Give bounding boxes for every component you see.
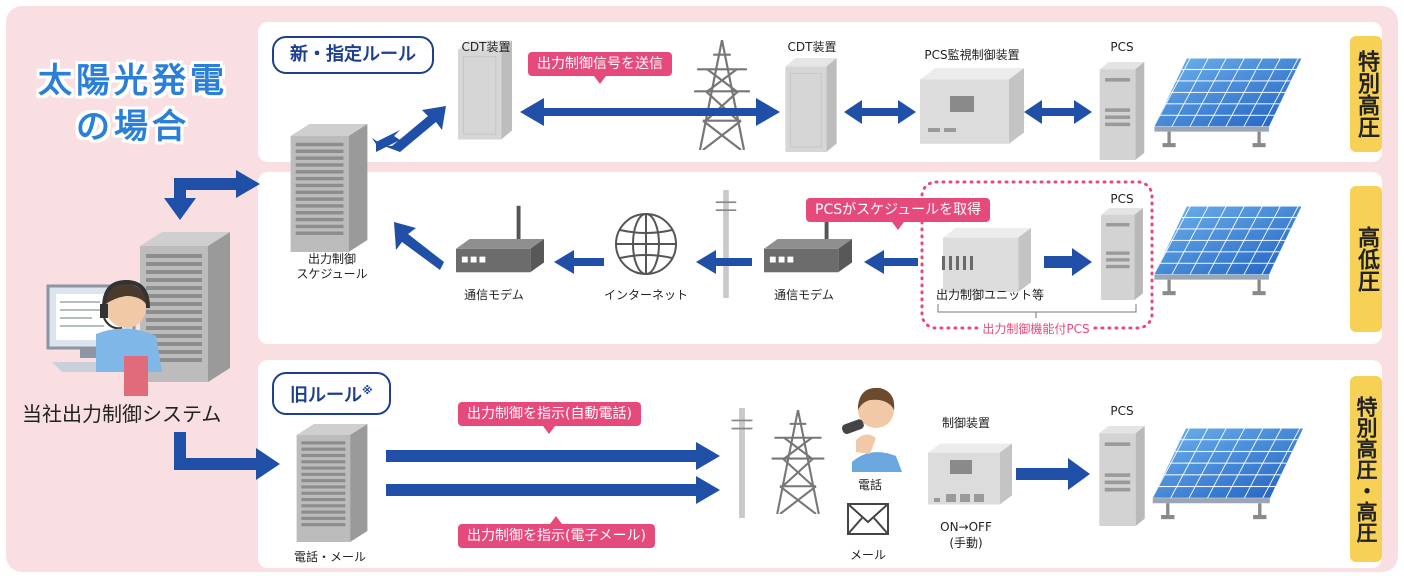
modem-icon: [456, 205, 544, 273]
pcs-cabinet-icon: [1099, 62, 1145, 160]
label-cdt-2: CDT装置: [787, 40, 837, 54]
rule-tag-new-text: 新・指定ルール: [290, 44, 416, 65]
rule-tag-old: 旧ルール※: [272, 372, 391, 415]
middle-arrows: [394, 222, 1092, 276]
caption-pcs-group: 出力制御機能付PCS: [978, 320, 1094, 337]
pcs-monitor-icon: [920, 68, 1024, 144]
left-connector-arrows: [164, 170, 280, 480]
region-badge-bottom: 特別高圧・高圧: [1350, 376, 1382, 562]
callout-send-signal: 出力制御信号を送信: [528, 52, 672, 84]
control-device-icon: [928, 443, 1012, 505]
title-line-1: 太陽光発電: [38, 61, 228, 101]
pcs-group-bracket: [937, 304, 1137, 318]
transmission-tower-icon: [770, 410, 826, 514]
pcs-cabinet-icon: [1101, 208, 1143, 300]
callout-get-schedule: PCSがスケジュールを取得: [806, 198, 991, 230]
rule-tag-new: 新・指定ルール: [272, 36, 434, 74]
callout-email: 出力制御を指示(電子メール): [458, 516, 655, 548]
region-badge-top: 特別高圧: [1350, 36, 1382, 152]
callout-auto-phone: 出力制御を指示(自動電話): [458, 402, 641, 434]
label-pcs-middle: PCS: [1110, 192, 1134, 206]
label-output-schedule-line-1: 出力制御: [307, 252, 357, 266]
label-cdt-1: CDT装置: [461, 40, 511, 54]
label-modem-2: 通信モデム: [774, 288, 834, 302]
callout-auto-phone-text: 出力制御を指示(自動電話): [467, 406, 632, 422]
server-rack-icon: [296, 424, 368, 542]
label-output-unit: 出力制御ユニット等: [935, 288, 1045, 302]
label-manual: (手動): [949, 536, 983, 550]
mail-envelope-icon: [847, 503, 889, 535]
label-pcs-top: PCS: [1110, 40, 1134, 54]
utility-pole-icon: [715, 190, 737, 298]
cdt-device-icon: [458, 40, 512, 140]
callout-send-signal-text: 出力制御信号を送信: [537, 56, 663, 72]
globe-icon: [615, 213, 677, 275]
callout-get-schedule-text: PCSがスケジュールを取得: [815, 202, 982, 218]
cdt-device-icon: [784, 58, 838, 152]
label-internet: インターネット: [603, 288, 689, 302]
label-control-device: 制御装置: [941, 416, 991, 430]
bottom-arrows: [386, 442, 1090, 504]
control-unit-icon: [942, 228, 1031, 292]
label-on-off: ON→OFF: [940, 520, 992, 534]
system-label: 当社出力制御システム: [22, 402, 222, 426]
label-output-schedule: 出力制御 スケジュール: [296, 252, 367, 282]
top-arrows: [372, 98, 1092, 152]
server-rack-icon: [290, 124, 368, 252]
operator-icon: [46, 232, 230, 396]
solar-panel-icon: [1154, 58, 1302, 148]
label-pcs-monitor: PCS監視制御装置: [924, 48, 1020, 62]
label-modem-1: 通信モデム: [464, 288, 524, 302]
solar-panel-icon: [1152, 428, 1304, 520]
label-output-schedule-line-2: スケジュール: [296, 267, 368, 281]
region-badge-middle: 高低圧: [1350, 186, 1382, 332]
label-phone: 電話: [857, 478, 883, 492]
solar-panel-icon: [1154, 206, 1302, 296]
label-mail: メール: [849, 548, 887, 562]
utility-pole-icon: [731, 408, 753, 518]
rule-tag-old-note: ※: [362, 384, 373, 397]
title-line-2: の場合: [76, 107, 190, 147]
label-pcs-bottom: PCS: [1110, 404, 1134, 418]
pcs-cabinet-icon: [1099, 426, 1145, 526]
label-phone-mail: 電話・メール: [293, 550, 367, 564]
transmission-tower-icon: [692, 40, 752, 150]
callout-email-text: 出力制御を指示(電子メール): [467, 528, 646, 544]
phone-person-icon: [842, 387, 902, 472]
page-title: 太陽光発電 の場合: [18, 58, 248, 150]
rule-tag-old-text: 旧ルール: [290, 385, 362, 406]
